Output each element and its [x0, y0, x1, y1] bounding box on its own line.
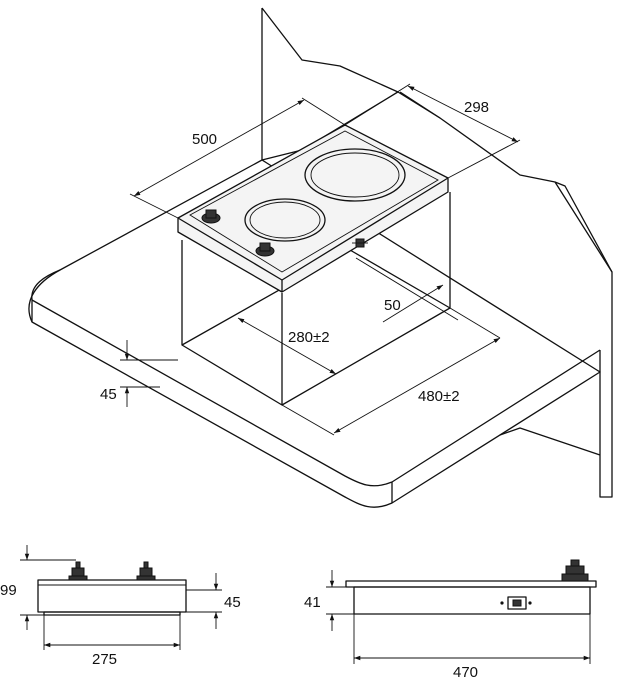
side-terminal: [500, 596, 532, 610]
front-dim-label-45: 45: [224, 594, 241, 611]
side-dim-label-41: 41: [304, 594, 321, 611]
dim-label-50: 50: [384, 297, 401, 314]
control-knob-left: [201, 209, 221, 224]
front-dim-label-99: 99: [0, 582, 17, 599]
dim-label-280: 280±2: [288, 329, 330, 346]
dimension-lines: [120, 83, 521, 436]
front-knob-left: [68, 561, 88, 581]
hob-unit: [177, 124, 449, 293]
dim-label-500: 500: [192, 131, 217, 148]
dim-label-298: 298: [464, 99, 489, 116]
large-hotplate: [304, 148, 406, 202]
dim-label-45-worktop: 45: [100, 386, 117, 403]
control-knob-right: [255, 242, 275, 257]
dim-label-480: 480±2: [418, 388, 460, 405]
side-dim-label-470: 470: [453, 664, 478, 678]
small-hotplate: [244, 198, 326, 242]
side-knob: [561, 559, 589, 582]
front-knob-right: [136, 561, 156, 581]
front-dim-label-275: 275: [92, 651, 117, 668]
front-elevation-view: [20, 545, 222, 650]
connector-terminal: [352, 238, 368, 248]
side-elevation-view: [326, 559, 597, 664]
